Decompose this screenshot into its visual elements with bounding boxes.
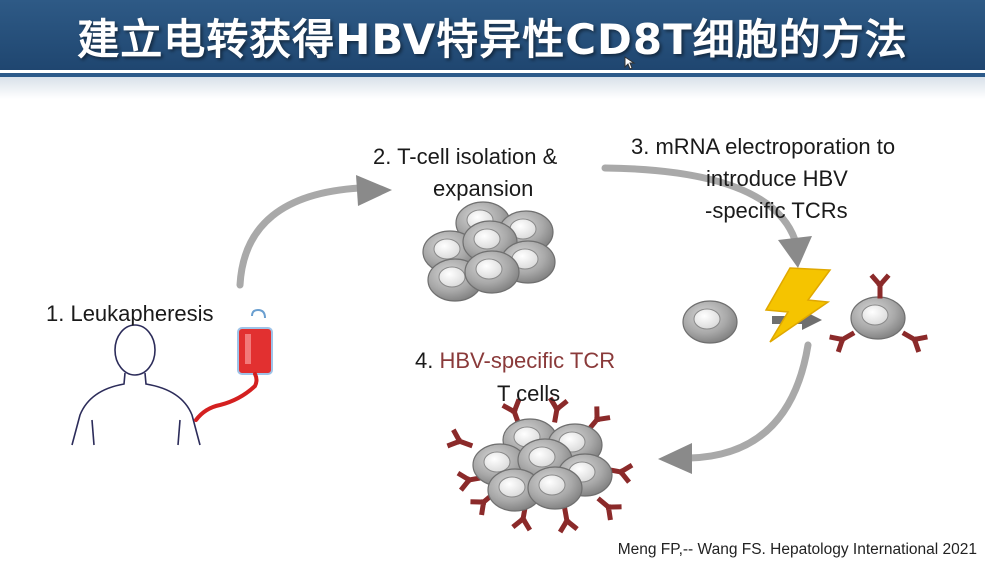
step4-highlight: HBV-specific TCR (439, 348, 616, 373)
step4-prefix: 4. (415, 348, 440, 373)
banner-shadow (0, 77, 985, 99)
t-cell-before (682, 300, 738, 344)
arrow-isolation-to-electroporation (601, 164, 812, 268)
banner-divider (0, 73, 985, 77)
step2-label-line2: expansion (433, 176, 534, 201)
t-cell (527, 466, 583, 510)
title-banner (0, 0, 985, 70)
slide-title: 建立电转获得HBV特异性CD8T细胞的方法 (77, 15, 908, 64)
step3-label-line3: -specific TCRs (705, 198, 848, 223)
tcr-receptor (832, 328, 855, 350)
citation: Meng FP,-- Wang FS. Hepatology Internati… (617, 541, 977, 558)
t-cell-after (850, 296, 906, 340)
step1-label: 1. Leukapheresis (46, 301, 214, 326)
tcr-receptor (873, 277, 887, 296)
t-cell (464, 250, 520, 294)
person-outline-icon (71, 324, 201, 446)
electroporation-step (682, 267, 925, 350)
cursor-icon (624, 56, 636, 70)
step4-label-line2: T cells (497, 381, 561, 406)
step2-label-line1: 2. T-cell isolation & (373, 144, 558, 169)
blood-bag-icon (194, 308, 273, 422)
step4-label-line1: 4. HBV-specific TCR (415, 347, 615, 375)
expanded-t-cells-cluster (422, 201, 556, 302)
arrow-electroporation-to-tcr-cells (658, 341, 812, 474)
step3-label-line1: 3. mRNA electroporation to (631, 134, 896, 159)
tcr-t-cells-cluster (450, 400, 630, 530)
lightning-bolt-icon (764, 267, 832, 343)
tcr-receptor (902, 328, 925, 350)
arrow-leukapheresis-to-isolation (236, 175, 392, 289)
step3-label-line2: introduce HBV (706, 166, 848, 191)
